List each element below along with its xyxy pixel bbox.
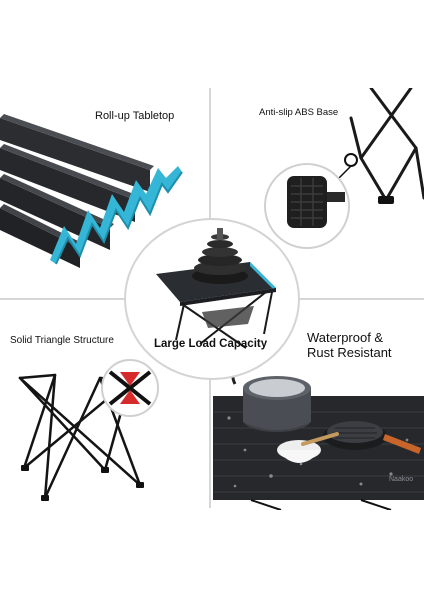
triangle-structure-image (18, 359, 159, 501)
antislip-base-label: Anti-slip ABS Base (259, 107, 339, 118)
waterproof-label-line1: Waterproof & (307, 330, 384, 345)
antislip-base-image (264, 88, 424, 249)
triangle-structure-label: Solid Triangle Structure (10, 335, 114, 346)
antislip-base-panel: Anti-slip ABS Base (211, 88, 424, 298)
waterproof-label-line2: Rust Resistant (307, 345, 392, 360)
waterproof-panel: Waterproof & Rust Resistant Naakoo (211, 300, 424, 510)
rollup-tabletop-label: Roll-up Tabletop (95, 110, 175, 122)
triangle-structure-panel: Solid Triangle Structure (0, 300, 210, 510)
waterproof-image (213, 372, 424, 510)
rollup-tabletop-image (0, 114, 183, 268)
rollup-tabletop-panel: Roll-up Tabletop (0, 88, 210, 298)
table-brand-logo: Naakoo (389, 476, 414, 483)
load-capacity-circle: Large Load Capacity (124, 218, 300, 380)
load-capacity-label: Large Load Capacity (154, 338, 268, 350)
load-capacity-image (156, 228, 276, 349)
